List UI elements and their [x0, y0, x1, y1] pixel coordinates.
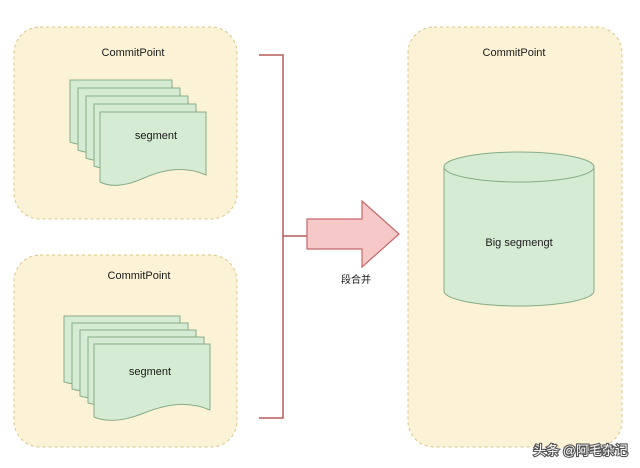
commit-point-bottom-title: CommitPoint — [108, 270, 171, 282]
cylinder-top — [443, 151, 595, 183]
segment-stack-bottom: segment — [63, 315, 211, 421]
segment-bottom-label: segment — [129, 366, 171, 378]
merge-bracket — [259, 54, 307, 419]
commit-point-bottom: CommitPoint segment — [13, 254, 238, 448]
big-segment-cylinder: Big segmengt — [443, 151, 595, 307]
segment-doc-front — [93, 343, 211, 421]
segment-stack-top: segment — [69, 79, 207, 186]
commit-point-result-title: CommitPoint — [483, 47, 546, 59]
watermark-text: 头条 @阿毛杂记 — [533, 443, 628, 458]
cylinder-body — [443, 167, 595, 307]
commit-point-top-title: CommitPoint — [102, 47, 165, 59]
merge-label: 段合并 — [341, 273, 371, 286]
commit-point-result: CommitPoint Big segmengt — [407, 26, 623, 448]
commit-point-top: CommitPoint segment — [13, 26, 238, 220]
big-segment-label: Big segmengt — [485, 237, 552, 249]
segment-doc-front — [99, 111, 207, 186]
segment-top-label: segment — [135, 130, 177, 142]
merge-arrow — [306, 199, 400, 269]
